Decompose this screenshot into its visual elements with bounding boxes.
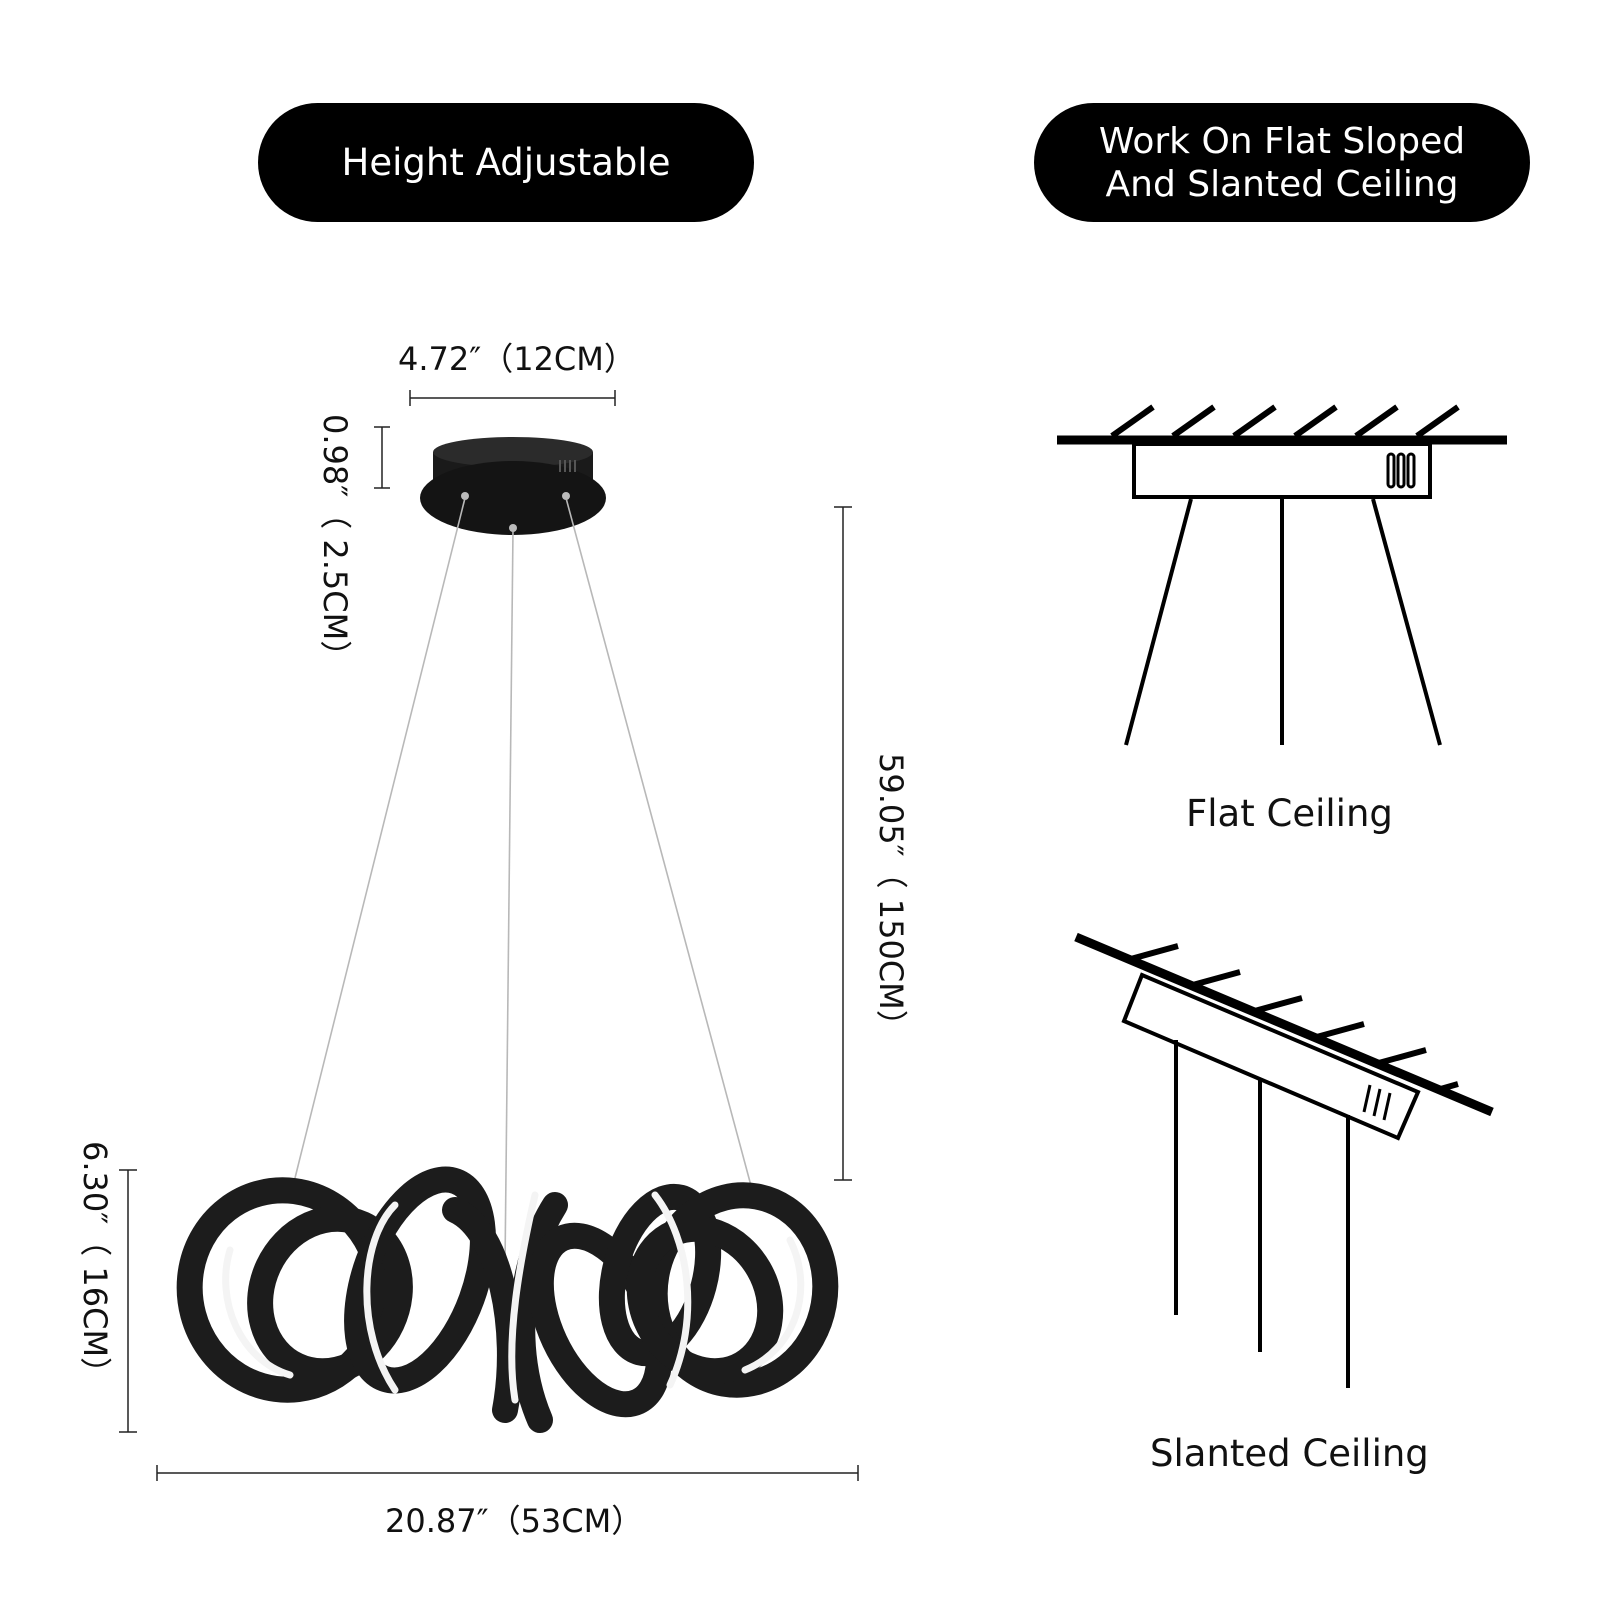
ceiling-canopy: [420, 437, 606, 535]
led-swirl-fixture: [176, 1166, 839, 1433]
slanted-ceiling-diagram: [1074, 932, 1494, 1388]
ceiling-compatibility-badge: Work On Flat Sloped And Slanted Ceiling: [1034, 103, 1530, 222]
flat-ceiling-diagram: [1057, 404, 1507, 746]
fixture-width-label: 20.87″（53CM）: [385, 1502, 644, 1540]
slanted-ceiling-caption: Slanted Ceiling: [1150, 1432, 1429, 1475]
cable-length-label: 59.05″（ 150CM）: [872, 753, 910, 1042]
height-adjustable-text: Height Adjustable: [341, 141, 671, 184]
fixture-height-label: 6.30″（ 16CM）: [76, 1141, 114, 1390]
dimension-lines: [119, 390, 859, 1481]
canopy-height-label: 0.98″（ 2.5CM）: [316, 414, 354, 673]
flat-ceiling-caption: Flat Ceiling: [1186, 792, 1393, 835]
ceiling-compatibility-line-1: Work On Flat Sloped: [1098, 120, 1466, 162]
ceiling-compatibility-line-2: And Slanted Ceiling: [1105, 163, 1459, 205]
suspension-cables: [291, 497, 758, 1266]
height-adjustable-badge: Height Adjustable: [258, 103, 754, 222]
canopy-width-label: 4.72″（12CM）: [398, 340, 636, 378]
